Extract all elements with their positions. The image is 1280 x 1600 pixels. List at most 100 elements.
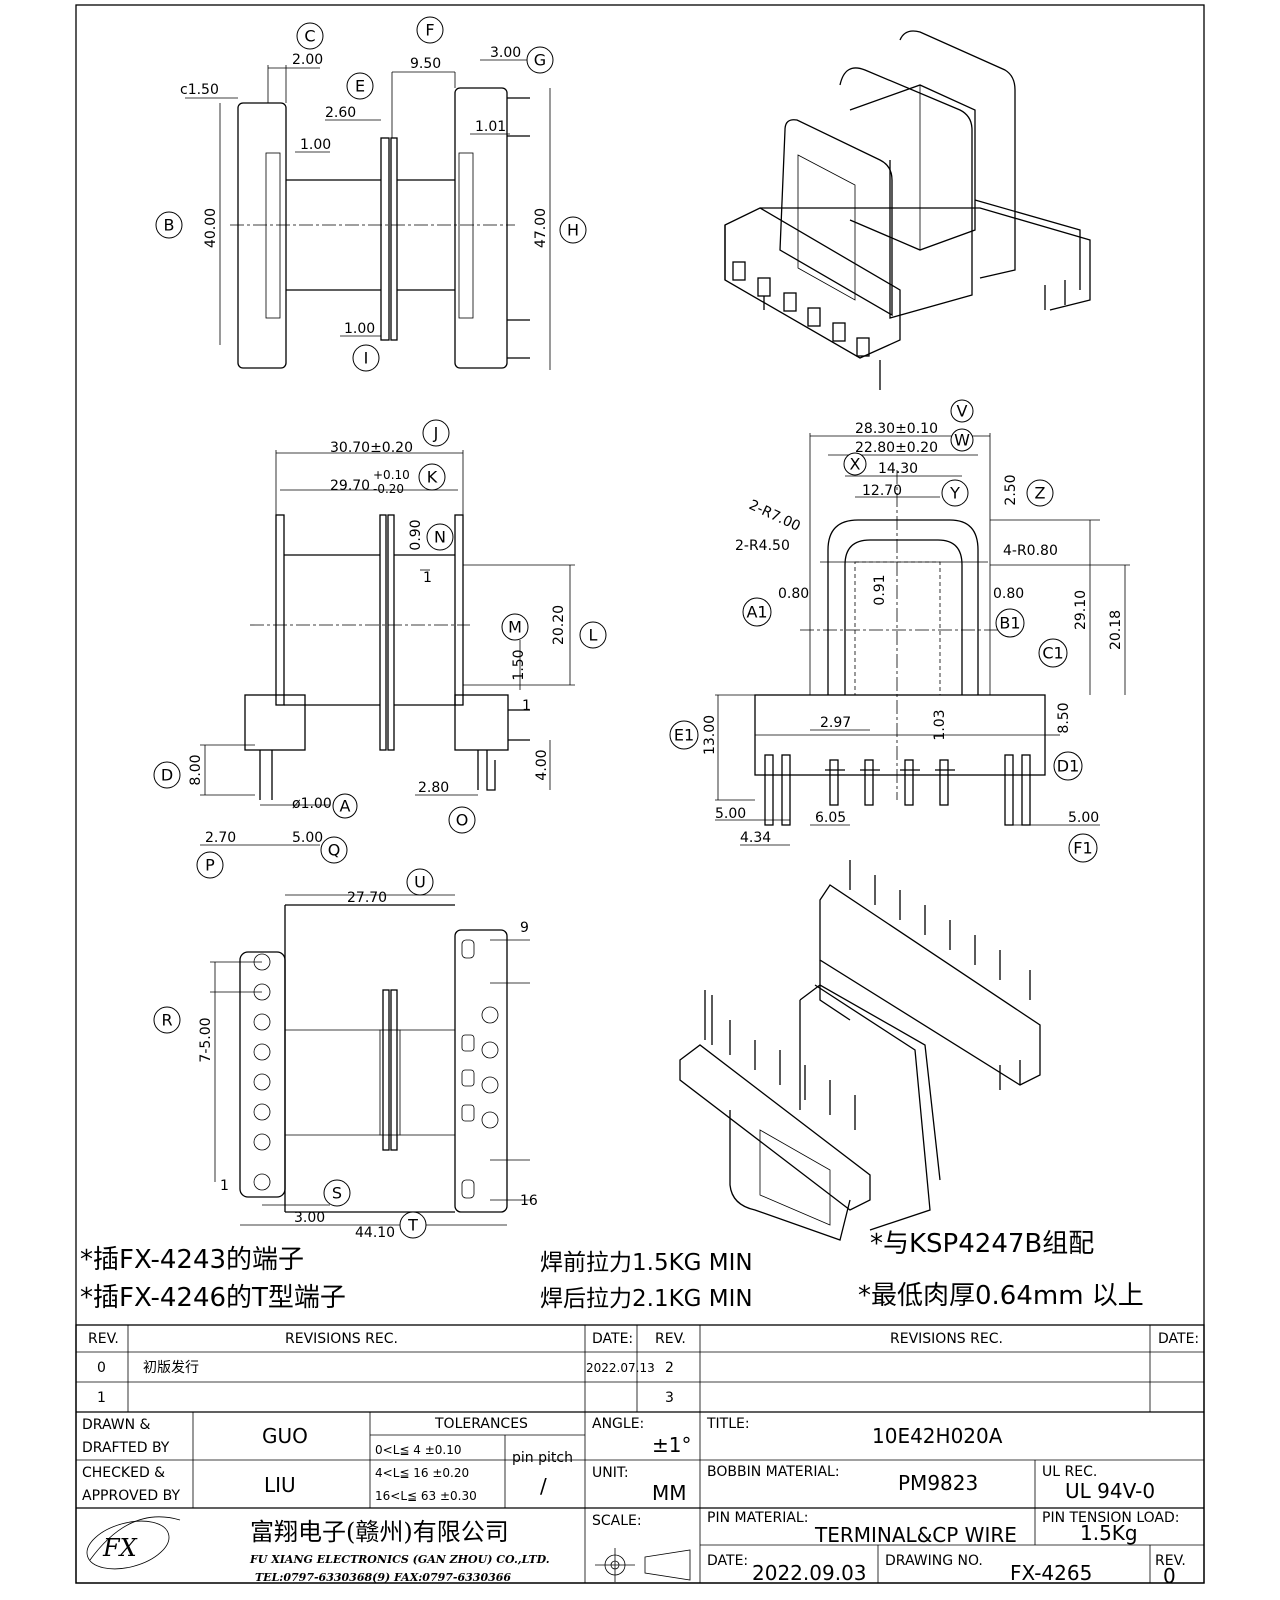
svg-text:N: N xyxy=(434,528,446,547)
svg-text:F: F xyxy=(425,21,434,40)
bubble-K: K xyxy=(418,463,446,491)
bubble-R: R xyxy=(153,1006,181,1034)
tb-drawing-no-value: FX-4265 xyxy=(1010,1561,1092,1585)
bubble-O: O xyxy=(448,806,476,834)
tb-title-value: 10E42H020A xyxy=(872,1424,1003,1448)
dim-4-00: 4.00 xyxy=(534,749,550,780)
bubble-F: F xyxy=(416,16,444,44)
svg-text:V: V xyxy=(957,402,968,421)
tb-bobbin-label: BOBBIN MATERIAL: xyxy=(707,1464,840,1480)
tb-row0-rev2: 2 xyxy=(665,1360,674,1376)
bubble-L: L xyxy=(579,621,607,649)
company-name-cn: 富翔电子(赣州)有限公司 xyxy=(250,1518,509,1546)
tb-drawing-no-label: DRAWING NO. xyxy=(885,1553,983,1569)
bubble-Q: Q xyxy=(320,836,348,864)
tb-scale-label: SCALE: xyxy=(592,1513,642,1529)
tb-title-label: TITLE: xyxy=(706,1416,750,1432)
dim-29-70-tol-up: +0.10 xyxy=(373,468,410,482)
projection-symbol-icon xyxy=(595,1548,691,1582)
bubble-N: N xyxy=(426,523,454,551)
svg-text:Y: Y xyxy=(949,484,960,503)
note-pull-before: 焊前拉力1.5KG MIN xyxy=(540,1250,753,1276)
tb-row1-rev2: 3 xyxy=(665,1390,674,1406)
dim-3-00-bottom: 3.00 xyxy=(294,1210,325,1226)
sheet-border xyxy=(75,4,1205,1584)
dim-1-01: 1.01 xyxy=(475,119,506,135)
bubble-W: W xyxy=(950,428,974,452)
tb-pin-pitch-value: / xyxy=(540,1474,547,1498)
dim-4-r0-80: 4-R0.80 xyxy=(1003,543,1058,559)
svg-text:C: C xyxy=(304,27,315,46)
dim-1-50: 1.50 xyxy=(511,649,527,680)
svg-text:C1: C1 xyxy=(1042,644,1063,663)
dim-30-70: 30.70±0.20 xyxy=(330,440,413,456)
svg-text:E1: E1 xyxy=(674,726,694,745)
tb-row0-text: 初版发行 xyxy=(143,1359,199,1376)
dim-14-30: 14.30 xyxy=(878,461,918,477)
bubble-X: X xyxy=(843,452,867,476)
svg-text:R: R xyxy=(161,1011,172,1030)
tb-ul-label: UL REC. xyxy=(1042,1464,1097,1480)
dim-13-00: 13.00 xyxy=(702,715,718,755)
dim-40-00: 40.00 xyxy=(203,208,219,248)
svg-text:A1: A1 xyxy=(746,603,767,622)
dim-2-00: 2.00 xyxy=(292,52,323,68)
tb-angle-value: ±1° xyxy=(652,1433,691,1457)
bubble-M: M xyxy=(501,613,529,641)
tb-checked-label-1: CHECKED & xyxy=(82,1465,165,1481)
bottom-view-left xyxy=(210,894,530,1226)
tb-rev-value: 0 xyxy=(1163,1564,1176,1588)
dim-2-80: 2.80 xyxy=(418,780,449,796)
tb-rev-header-2: REV. xyxy=(655,1331,686,1347)
dim-20-20: 20.20 xyxy=(551,605,567,645)
svg-text:L: L xyxy=(589,626,598,645)
svg-text:S: S xyxy=(332,1184,342,1203)
dim-0-80-left: 0.80 xyxy=(778,586,809,602)
tb-checked-label-2: APPROVED BY xyxy=(82,1488,180,1504)
dim-0-91: 0.91 xyxy=(872,574,888,605)
pin-1-label: 1 xyxy=(220,1178,229,1194)
dim-27-70: 27.70 xyxy=(347,890,387,906)
svg-text:E: E xyxy=(355,77,365,96)
bubble-T: T xyxy=(399,1211,427,1239)
bubble-A: A xyxy=(332,793,358,819)
dim-20-18: 20.18 xyxy=(1108,610,1124,650)
bubble-H: H xyxy=(559,216,587,244)
svg-text:FX: FX xyxy=(102,1534,138,1562)
tb-pin-material-label: PIN MATERIAL: xyxy=(707,1510,808,1526)
bubble-D1: D1 xyxy=(1053,751,1083,781)
svg-text:M: M xyxy=(508,618,522,637)
dim-29-10: 29.10 xyxy=(1073,590,1089,630)
svg-text:D1: D1 xyxy=(1057,757,1080,776)
dim-1-00-top: 1.00 xyxy=(300,137,331,153)
bubble-F1: F1 xyxy=(1068,833,1098,863)
tb-bobbin-value: PM9823 xyxy=(898,1471,978,1495)
dim-28-30: 28.30±0.10 xyxy=(855,421,938,437)
bubble-I: I xyxy=(352,344,380,372)
tb-tolerances-header: TOLERANCES xyxy=(434,1416,528,1432)
tb-drawn-label-2: DRAFTED BY xyxy=(82,1440,170,1456)
isometric-view-bottom xyxy=(679,860,1041,1241)
company-logo-icon: FX xyxy=(86,1516,181,1570)
tb-revisions-header: REVISIONS REC. xyxy=(285,1331,398,1347)
dim-2-50: 2.50 xyxy=(1003,474,1019,505)
dim-7x5-00: 7-5.00 xyxy=(198,1017,214,1062)
tb-tension-label: PIN TENSION LOAD: xyxy=(1042,1510,1179,1526)
dim-2-60: 2.60 xyxy=(325,105,356,121)
dim-2-97: 2.97 xyxy=(820,715,851,731)
dim-2-r4-50: 2-R4.50 xyxy=(735,538,790,554)
svg-text:Q: Q xyxy=(328,841,341,860)
tb-rev-header: REV. xyxy=(88,1331,119,1347)
front-view-left xyxy=(200,450,575,846)
bubble-E1: E1 xyxy=(669,720,699,750)
dim-5-00-q: 5.00 xyxy=(292,830,323,846)
dim-8-50: 8.50 xyxy=(1056,702,1072,733)
tb-tol-row-2: 4<L≦ 16 ±0.20 xyxy=(375,1466,469,1480)
note-pull-after: 焊后拉力2.1KG MIN xyxy=(540,1286,753,1312)
tb-tol-row-3: 16<L≦ 63 ±0.30 xyxy=(375,1489,477,1503)
title-block xyxy=(75,1324,1205,1584)
bubble-D: D xyxy=(153,761,181,789)
dim-1-right: 1 xyxy=(522,698,531,714)
dim-1-00-bottom: 1.00 xyxy=(344,321,375,337)
